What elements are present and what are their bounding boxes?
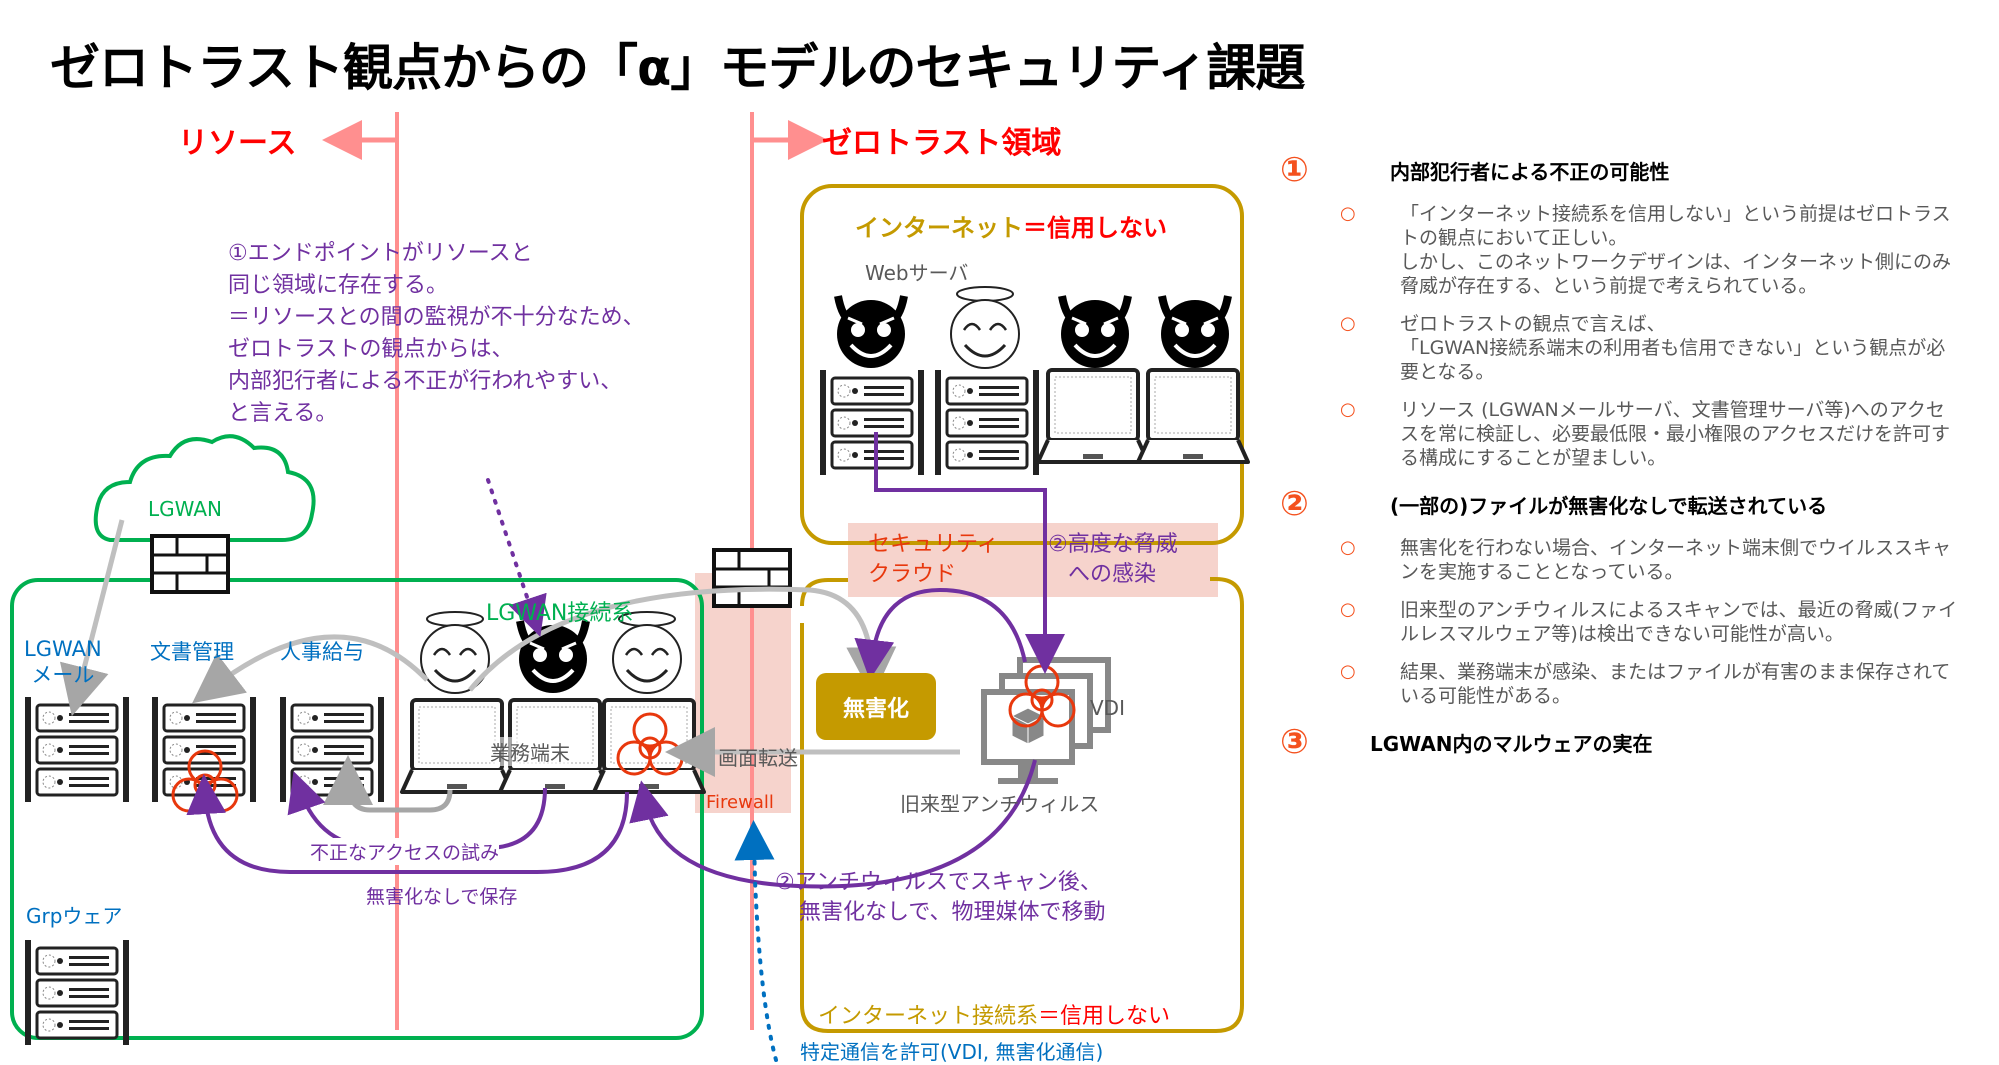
lgwan-region-title: LGWAN接続系: [486, 601, 634, 626]
internet-connected-title: インターネット接続系＝信用しない: [818, 1004, 1171, 1029]
issue-section-1: ① 内部犯行者による不正の可能性 ○ 「インターネット接続系を信用しない」という…: [1280, 150, 1980, 470]
lgwan-mail-server-icon: [23, 695, 131, 804]
internet-connected-box: [800, 577, 1244, 1033]
allowed-comm-label: 特定通信を許可(VDI, 無害化通信): [800, 1040, 1104, 1064]
note-line: 同じ領域に存在する。: [228, 273, 449, 298]
lgwan-cloud-label: LGWAN: [148, 497, 222, 521]
list-item: ○ リソース (LGWANメールサーバ、文書管理サーバ等)へのアクセスを常に検証…: [1340, 399, 1951, 469]
lgwan-to-sanitize-arrow: [468, 586, 897, 697]
bullet-icon: ○: [1340, 203, 1356, 224]
angel-icon: [949, 285, 1021, 370]
allowed-comm-arrow: [734, 820, 778, 1062]
web-server-icon: [818, 368, 926, 477]
lgwan-firewall-icon: [150, 534, 230, 594]
document-server-label: 文書管理: [150, 640, 234, 664]
screen-transfer-label: 画面転送: [718, 746, 798, 770]
laptop-icon: [1136, 368, 1250, 464]
threat-infection-label: ②高度な脅威 への感染: [1048, 532, 1178, 587]
list-item: ○ 「インターネット接続系を信用しない」という前提はゼロトラストの観点において正…: [1340, 203, 1952, 297]
hr-server-icon: [278, 695, 386, 804]
unauthorized-access-label: 不正なアクセスの試み: [310, 838, 500, 865]
note-line: ゼロトラストの観点からは、: [228, 337, 514, 362]
note-line: 内部犯行者による不正が行われやすい、: [228, 369, 623, 394]
section-number: ①: [1280, 150, 1309, 190]
security-cloud-band: [848, 523, 1218, 597]
devil-icon: [837, 296, 905, 368]
note-line: と言える。: [228, 401, 338, 426]
section-number: ③: [1280, 722, 1309, 762]
issue-section-3: ③ LGWAN内のマルウェアの実在: [1280, 722, 1980, 762]
lgwan-region-box: [10, 578, 704, 1040]
devil-icon: [519, 621, 587, 693]
bullet-icon: ○: [1340, 661, 1356, 682]
list-item: ○ ゼロトラストの観点で言えば、 「LGWAN接続系端末の利用者も信用できない」…: [1340, 313, 1946, 383]
list-item: ○ 旧来型のアンチウィルスによるスキャンでは、最近の脅威(ファイルレスマルウェア…: [1340, 599, 1958, 645]
bullet-icon: ○: [1340, 599, 1356, 620]
sanitize-box: 無害化: [816, 673, 936, 740]
devil-icon: [1161, 296, 1229, 368]
bullet-icon: ○: [1340, 399, 1356, 420]
doc-access-arrow: [192, 634, 429, 704]
server-icon: [933, 368, 1041, 477]
zone-label-resource: リソース: [178, 126, 297, 161]
endpoint-note: ①エンドポイントがリソースと 同じ領域に存在する。 ＝リソースとの間の監視が不十…: [228, 238, 645, 430]
zone-label-zero-trust: ゼロトラスト領域: [822, 126, 1062, 161]
saved-without-sanitize-label: 無害化なしで保存: [366, 886, 518, 908]
bullet-icon: ○: [1340, 537, 1356, 558]
internet-box: [800, 184, 1244, 545]
section-title: 内部犯行者による不正の可能性: [1390, 159, 1670, 184]
section-title: LGWAN内のマルウェアの実在: [1370, 731, 1653, 756]
vdi-label: VDI: [1090, 696, 1125, 720]
internet-firewall-icon: [712, 548, 792, 608]
laptop-icon: [1036, 368, 1150, 464]
list-item: ○ 無害化を行わない場合、インターネット端末側でウイルススキャンを実施することと…: [1340, 537, 1952, 583]
business-terminal-label: 業務端末: [490, 737, 570, 766]
physical-media-arrow: [629, 759, 1037, 889]
internet-box-title: インターネット＝信用しない: [855, 214, 1167, 242]
web-server-label: Webサーバ: [865, 261, 969, 285]
threat-infection-arrow: [874, 432, 1065, 674]
groupware-server-icon: [23, 938, 131, 1047]
note-line: ＝リソースとの間の監視が不十分なため、: [228, 305, 645, 330]
vdi-to-sanitize-arrow: [854, 587, 1027, 680]
lgwan-cloud: [93, 434, 316, 542]
note-line: ①エンドポイントがリソースと: [228, 241, 533, 266]
firewall-label: Firewall: [706, 792, 774, 813]
issue-section-2: ② (一部の)ファイルが無害化なしで転送されている ○ 無害化を行わない場合、イ…: [1280, 484, 1980, 708]
hr-access-arrow: [323, 755, 453, 813]
section-number: ②: [1280, 484, 1309, 524]
lgwan-mail-label: LGWAN メール: [24, 637, 102, 687]
mail-access-arrow: [59, 519, 125, 717]
page-title: ゼロトラスト観点からの「α」モデルのセキュリティ課題: [50, 39, 1305, 97]
insider-dotted-arrow: [486, 478, 547, 637]
hr-server-label: 人事給与: [280, 640, 364, 664]
groupware-label: Grpウェア: [26, 904, 123, 928]
security-cloud-label: セキュリティ クラウド: [868, 532, 999, 587]
av-scan-note: ②アンチウィルスでスキャン後、 無害化なしで、物理媒体で移動: [775, 870, 1106, 925]
devil-icon: [1061, 296, 1129, 368]
save-without-sanitize-arrow: [186, 774, 629, 874]
issues-panel: ① 内部犯行者による不正の可能性 ○ 「インターネット接続系を信用しない」という…: [1280, 150, 1980, 774]
bullet-icon: ○: [1340, 313, 1356, 334]
list-item: ○ 結果、業務端末が感染、またはファイルが有害のまま保存されている可能性がある。: [1340, 661, 1951, 707]
legacy-av-label: 旧来型アンチウィルス: [900, 792, 1100, 816]
section-title: (一部の)ファイルが無害化なしで転送されている: [1390, 493, 1828, 518]
